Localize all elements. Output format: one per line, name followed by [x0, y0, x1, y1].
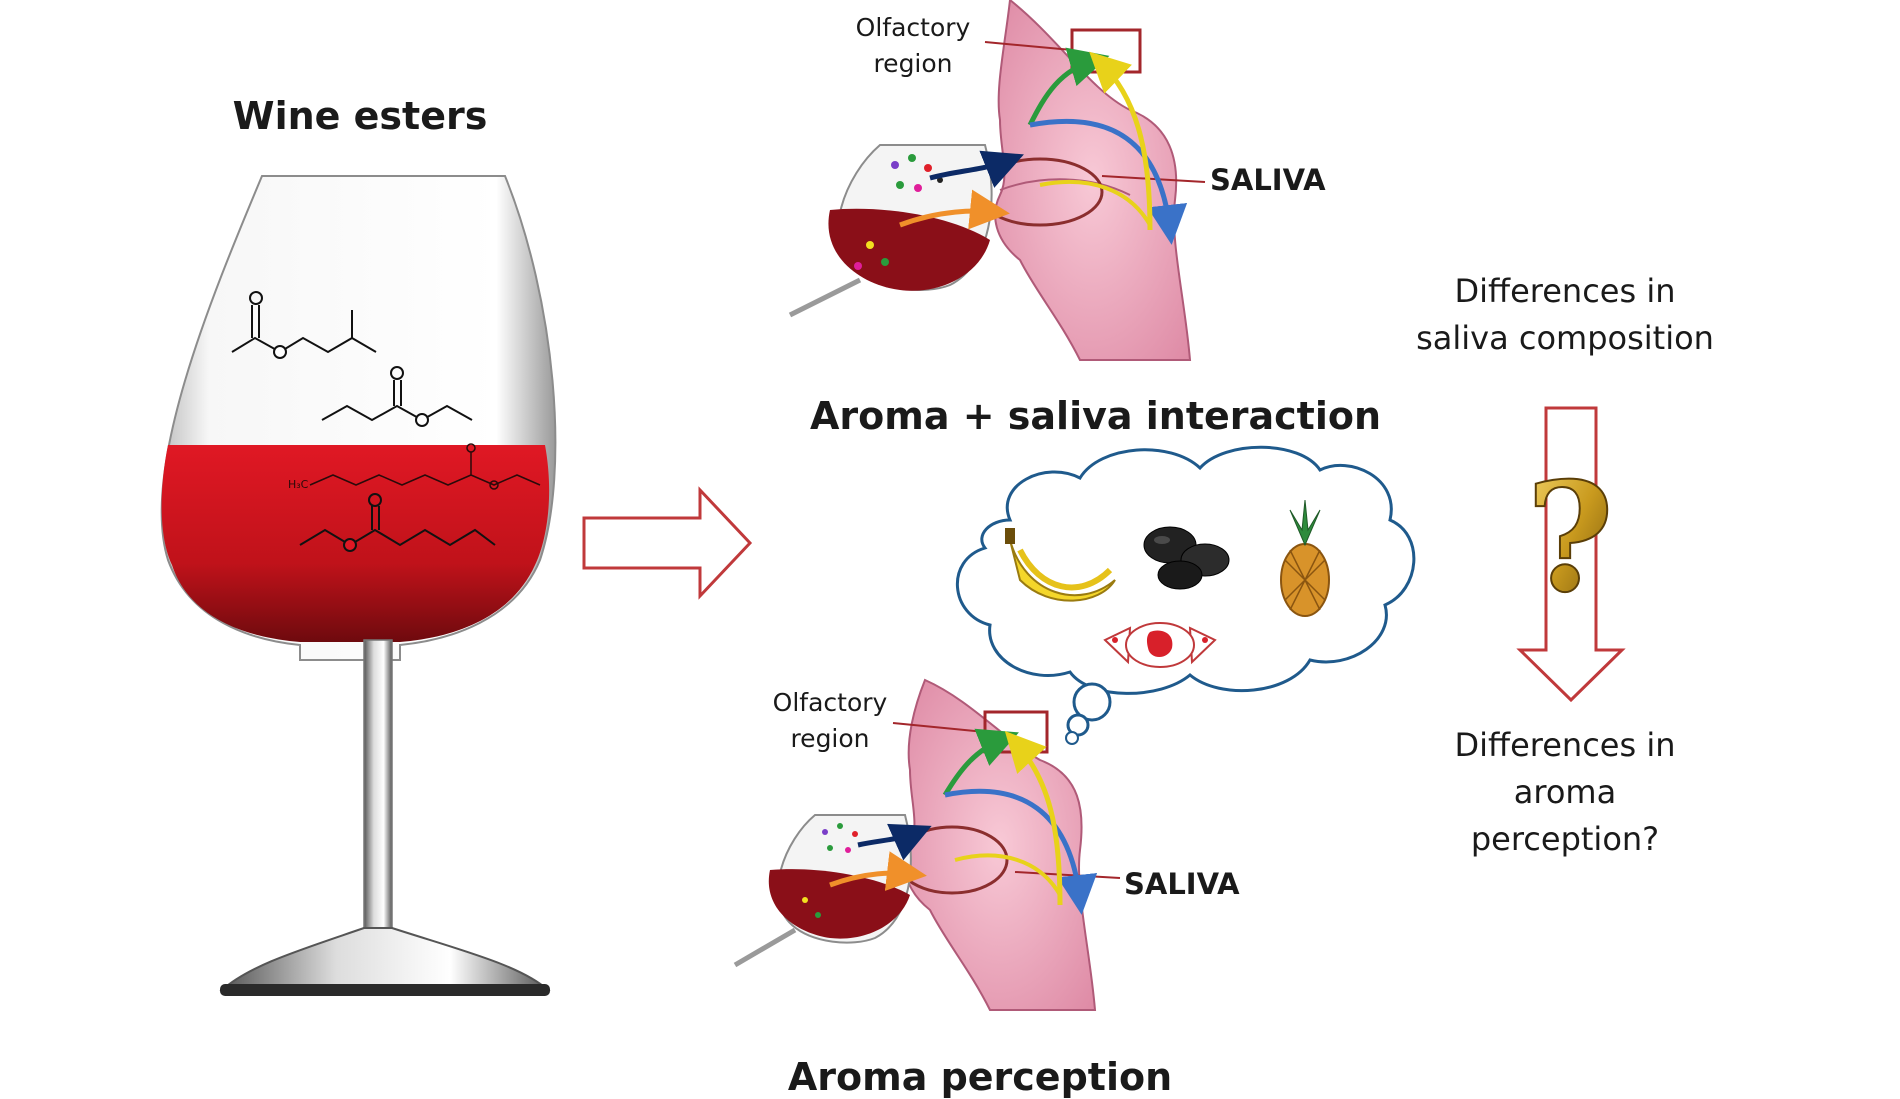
- wine-esters-title: Wine esters: [200, 94, 520, 138]
- olfactory-label-top-line2: region: [828, 46, 998, 82]
- aroma-perception-caption: Aroma perception: [770, 1055, 1190, 1099]
- thought-bubble: [957, 447, 1414, 744]
- head-diagram-top: [978, 0, 1205, 360]
- olfactory-label-bottom: Olfactory region: [745, 685, 915, 757]
- methyl-group-label: H₃C: [288, 478, 309, 491]
- aroma-differences-line3: perception?: [1395, 816, 1735, 863]
- glass-stem: [364, 640, 392, 930]
- saliva-differences-line2: saliva composition: [1395, 315, 1735, 362]
- aroma-saliva-caption: Aroma + saliva interaction: [810, 394, 1330, 438]
- glass-foot: [222, 928, 548, 990]
- saliva-label-top: SALIVA: [1210, 163, 1326, 197]
- olfactory-label-top-line1: Olfactory: [828, 10, 998, 46]
- diagram-graphics: H₃C: [0, 0, 1900, 1069]
- process-arrow: [584, 490, 750, 596]
- saliva-differences-line1: Differences in: [1395, 268, 1735, 315]
- saliva-label-bottom: SALIVA: [1124, 867, 1240, 901]
- aroma-differences-line2: aroma: [1395, 769, 1735, 816]
- small-glass-bottom: [735, 815, 918, 965]
- olfactory-label-bottom-line2: region: [745, 721, 915, 757]
- small-glass-top: [790, 145, 1010, 315]
- question-mark-icon: ?: [1526, 450, 1614, 626]
- diagram-canvas: H₃C: [0, 0, 1900, 1069]
- olfactory-label-top: Olfactory region: [828, 10, 998, 82]
- olfactory-label-bottom-line1: Olfactory: [745, 685, 915, 721]
- saliva-differences-text: Differences in saliva composition: [1395, 268, 1735, 362]
- wine-glass: [162, 176, 556, 996]
- aroma-differences-text: Differences in aroma perception?: [1395, 722, 1735, 863]
- aroma-differences-line1: Differences in: [1395, 722, 1735, 769]
